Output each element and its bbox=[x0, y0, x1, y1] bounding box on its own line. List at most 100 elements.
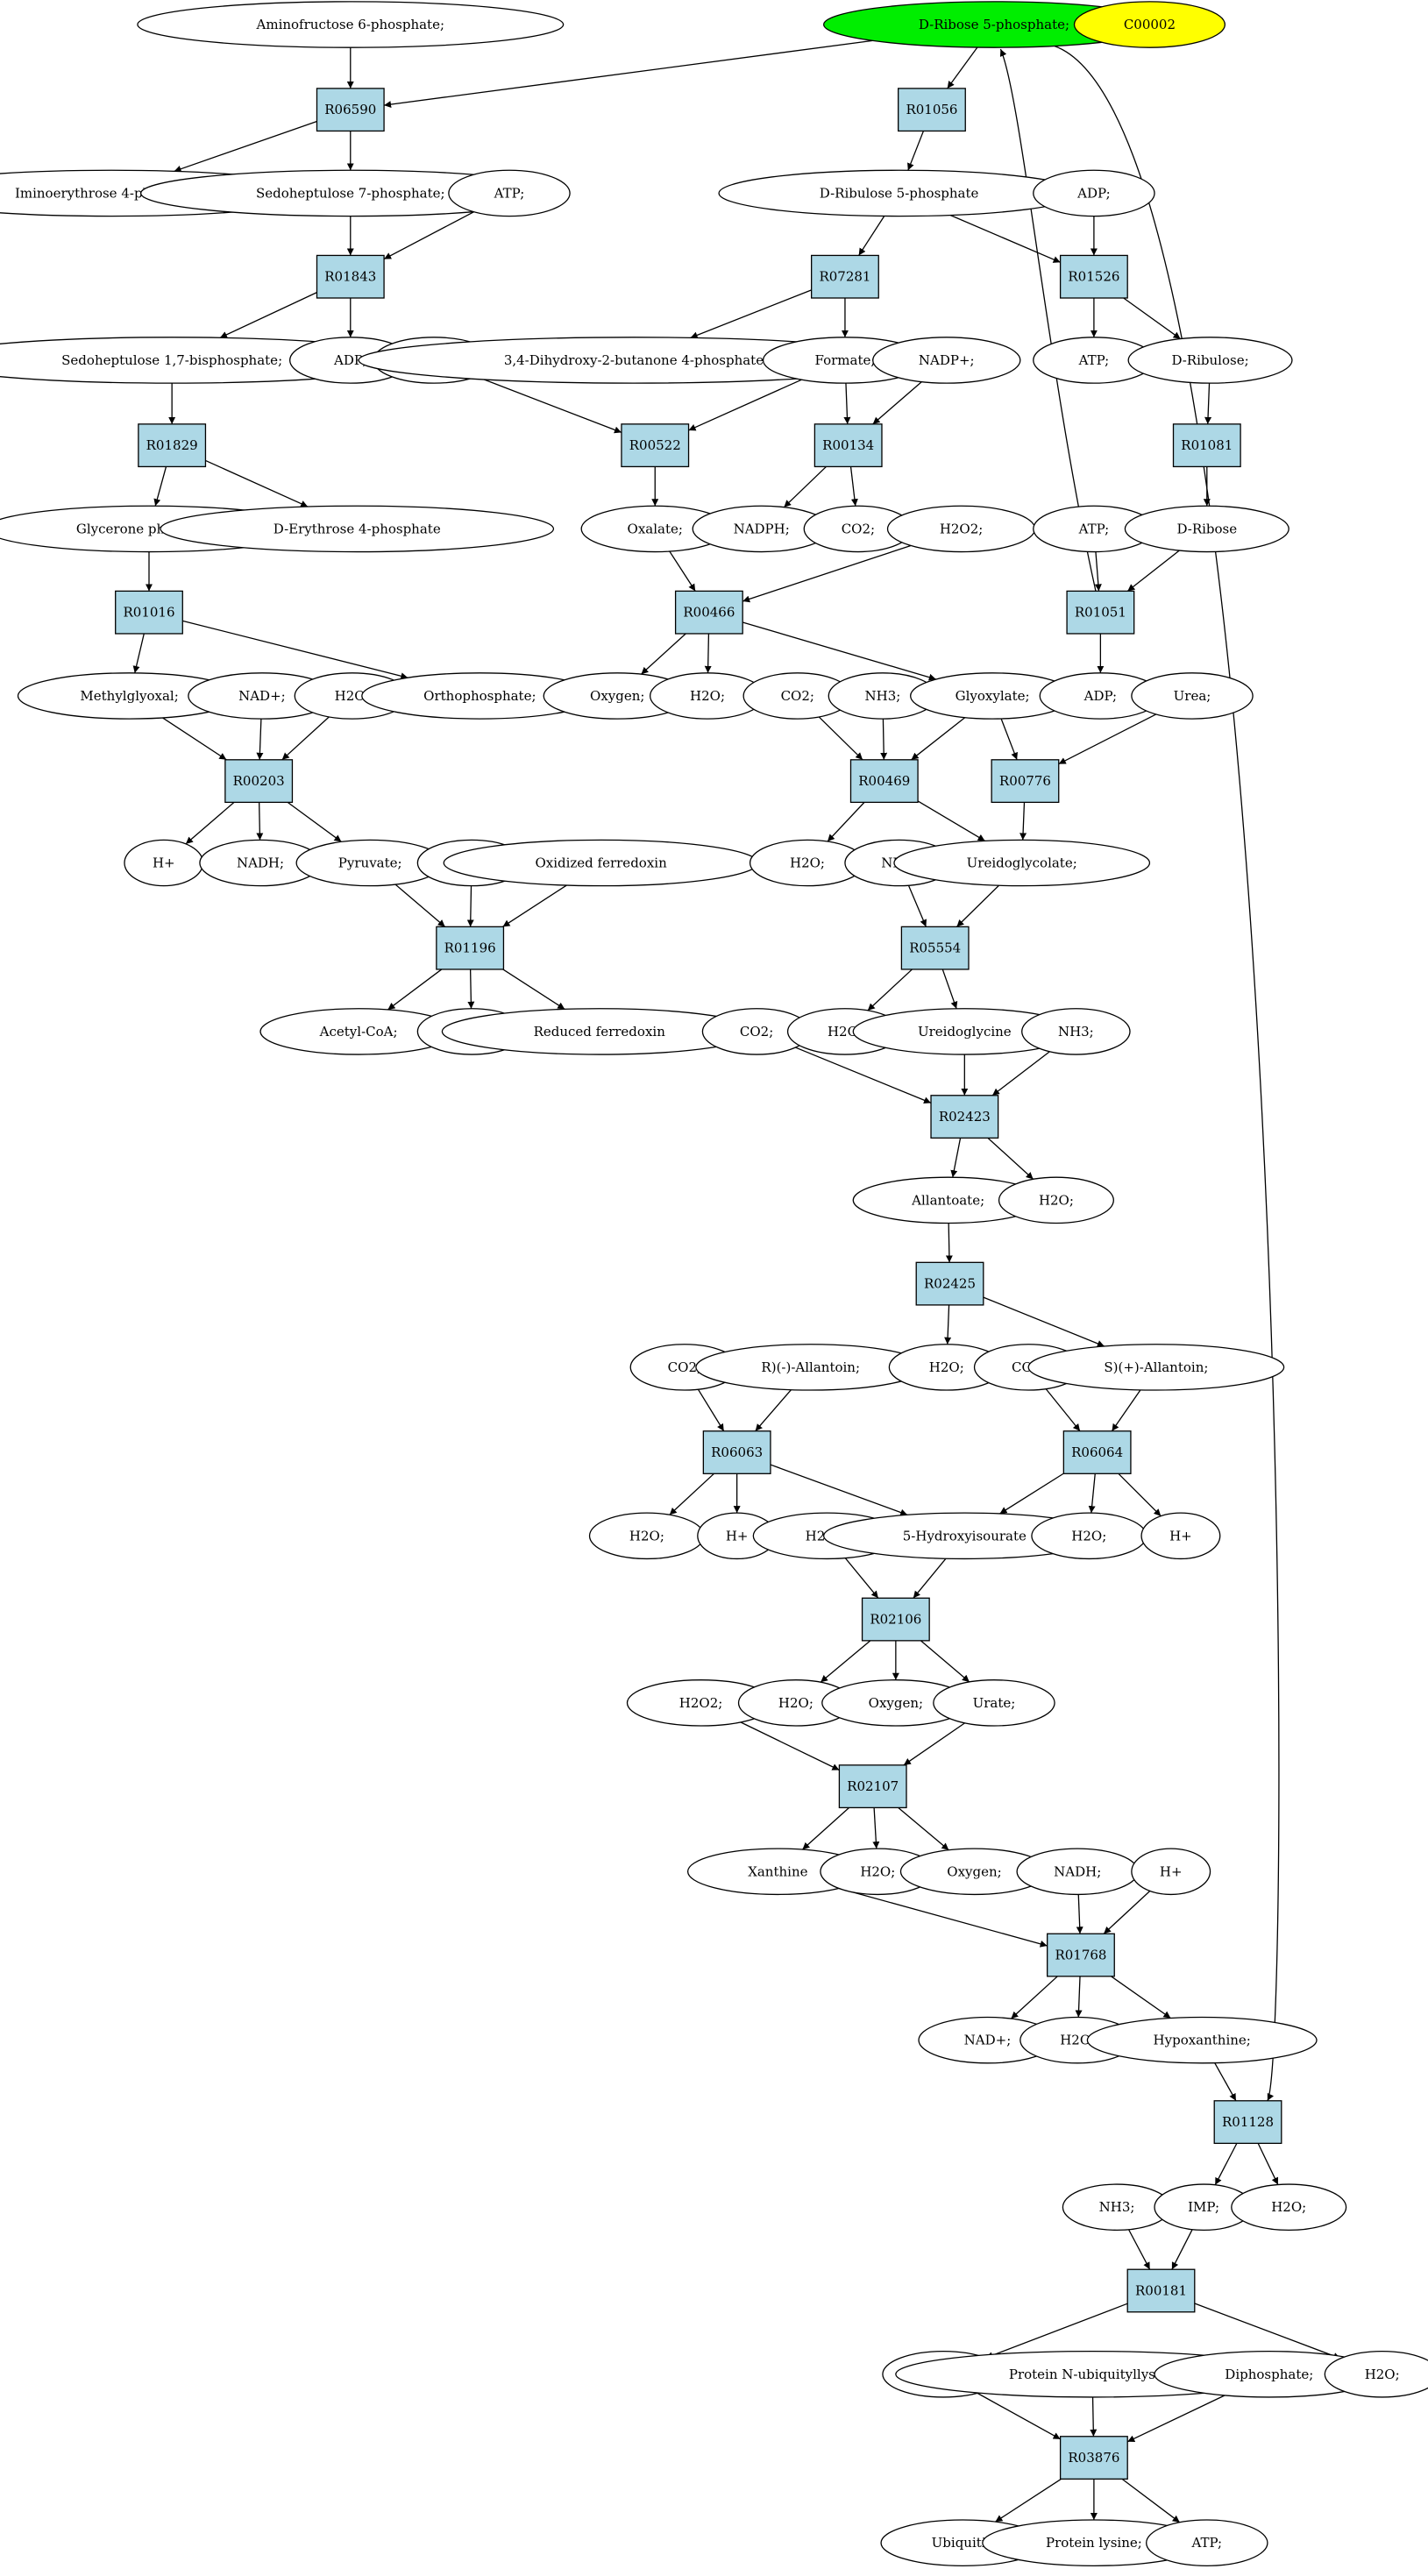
metabolite-node: CO2; bbox=[701, 1008, 812, 1055]
reaction-edge bbox=[1118, 1473, 1162, 1517]
reaction-edge bbox=[944, 1304, 952, 1345]
reaction-edge bbox=[770, 1464, 908, 1516]
reaction-box bbox=[811, 254, 879, 299]
reaction-box bbox=[674, 590, 743, 635]
reaction-node: R06064 bbox=[1062, 1430, 1132, 1474]
metabolite-node: H+ bbox=[1131, 1848, 1211, 1896]
metabolite-node: ATP; bbox=[1146, 2519, 1268, 2566]
reaction-node: R00466 bbox=[674, 590, 743, 635]
metabolite-ellipse bbox=[1124, 505, 1289, 553]
reaction-box bbox=[813, 423, 883, 468]
reaction-edge bbox=[858, 216, 885, 256]
metabolite-node: CO2; bbox=[803, 505, 913, 553]
reaction-box bbox=[1059, 254, 1128, 299]
reaction-node: R00181 bbox=[1126, 2268, 1196, 2313]
reaction-label: R01081 bbox=[1181, 437, 1233, 453]
metabolite-label: Sedoheptulose 7-phosphate; bbox=[256, 185, 445, 201]
metabolite-label: NADH; bbox=[237, 855, 284, 870]
reaction-edge bbox=[867, 969, 913, 1011]
reaction-edge bbox=[1111, 1976, 1171, 2019]
metabolite-label: H2O; bbox=[929, 1359, 964, 1375]
reaction-edge bbox=[476, 376, 622, 434]
metabolite-ellipse bbox=[1231, 2183, 1347, 2232]
metabolite-node: H2O; bbox=[1231, 2183, 1347, 2232]
reaction-edge bbox=[872, 381, 922, 425]
reaction-edge bbox=[945, 1223, 953, 1263]
metabolite-label: D-Ribulose 5-phosphate bbox=[820, 185, 979, 201]
metabolite-ellipse bbox=[1140, 1512, 1221, 1560]
metabolite-ellipse bbox=[1027, 1344, 1285, 1391]
reaction-label: R00469 bbox=[858, 773, 910, 789]
metabolite-label: ADP; bbox=[333, 352, 366, 368]
metabolite-label: H2O; bbox=[690, 688, 725, 704]
reaction-label: R01128 bbox=[1222, 2114, 1274, 2130]
metabolite-node: Oxygen; bbox=[821, 1679, 970, 1727]
reaction-edge bbox=[174, 120, 317, 173]
reaction-edge bbox=[162, 717, 227, 761]
reaction-edge bbox=[920, 1640, 970, 1683]
metabolite-ellipse bbox=[1131, 672, 1254, 720]
metabolite-label: ATP; bbox=[494, 185, 525, 201]
metabolite-ellipse bbox=[1324, 2350, 1428, 2398]
metabolite-label: H2O; bbox=[1365, 2367, 1400, 2382]
metabolite-label: R)(-)-Allantoin; bbox=[761, 1359, 860, 1375]
metabolite-node: Methylglyoxal; bbox=[17, 672, 242, 720]
metabolite-label: Ureidoglycine bbox=[918, 1024, 1012, 1040]
reaction-edge bbox=[991, 1051, 1050, 1096]
metabolite-node: Hypoxanthine; bbox=[1086, 2016, 1318, 2064]
reaction-node: R01196 bbox=[436, 926, 505, 970]
reaction-label: R01768 bbox=[1055, 1948, 1106, 1963]
reaction-box bbox=[115, 590, 183, 635]
metabolite-node: NADH; bbox=[1016, 1848, 1139, 1896]
reaction-edge bbox=[987, 1137, 1034, 1180]
reaction-edge bbox=[844, 1558, 879, 1599]
reaction-edge bbox=[1171, 2229, 1193, 2270]
metabolite-node: Urate; bbox=[933, 1679, 1055, 1727]
metabolite-node: ATP; bbox=[448, 169, 571, 217]
metabolite-node: H2O; bbox=[820, 1848, 936, 1896]
reaction-label: R02425 bbox=[924, 1276, 976, 1292]
metabolite-node: H2O; bbox=[1324, 2350, 1428, 2398]
metabolite-label: H+ bbox=[1169, 1528, 1192, 1543]
metabolite-label: H2O; bbox=[778, 1695, 813, 1711]
reaction-edge bbox=[872, 1807, 880, 1849]
reaction-edge bbox=[1194, 2303, 1341, 2360]
reaction-box bbox=[316, 88, 385, 132]
metabolite-node: H2O; bbox=[749, 839, 866, 887]
metabolite-label: H2O2; bbox=[679, 1695, 723, 1711]
metabolite-node: Glyoxylate; bbox=[910, 672, 1076, 720]
metabolite-ellipse bbox=[1127, 337, 1293, 384]
reaction-label: R00181 bbox=[1135, 2282, 1187, 2298]
metabolite-node: H2O; bbox=[998, 1176, 1114, 1224]
metabolite-node: Sedoheptulose 7-phosphate; bbox=[140, 169, 561, 217]
reaction-node: R05554 bbox=[900, 926, 970, 970]
reaction-label: R00776 bbox=[999, 773, 1051, 789]
reaction-edge bbox=[1126, 2395, 1226, 2443]
metabolite-node: H2O; bbox=[1031, 1512, 1147, 1560]
reaction-edge bbox=[742, 544, 912, 603]
metabolite-node: H2O2; bbox=[886, 505, 1036, 553]
metabolite-label: C00002 bbox=[1124, 17, 1176, 32]
reaction-edge bbox=[838, 1887, 1048, 1948]
metabolite-node: Urea; bbox=[1131, 672, 1254, 720]
reaction-edge bbox=[827, 801, 865, 842]
reaction-edge bbox=[1075, 1976, 1083, 2018]
metabolite-label: D-Ribulose; bbox=[1171, 352, 1248, 368]
metabolite-label: CO2; bbox=[842, 521, 875, 536]
metabolite-label: NAD+; bbox=[238, 688, 286, 704]
reaction-edge bbox=[995, 2478, 1062, 2523]
reaction-edge bbox=[1127, 2229, 1151, 2270]
reaction-edge bbox=[182, 620, 409, 680]
metabolite-node: Aminofructose 6-phosphate; bbox=[137, 1, 565, 48]
reaction-edge bbox=[843, 383, 851, 424]
reaction-edge bbox=[755, 1389, 792, 1432]
reaction-box bbox=[436, 926, 505, 970]
reaction-edge bbox=[1204, 383, 1212, 424]
metabolite-ellipse bbox=[1021, 1008, 1131, 1055]
metabolite-label: NAD+; bbox=[964, 2033, 1012, 2048]
reaction-box bbox=[1066, 590, 1135, 635]
metabolite-label: Diphosphate; bbox=[1225, 2367, 1313, 2382]
reaction-node: R00522 bbox=[621, 423, 690, 468]
reaction-edge bbox=[641, 633, 686, 675]
